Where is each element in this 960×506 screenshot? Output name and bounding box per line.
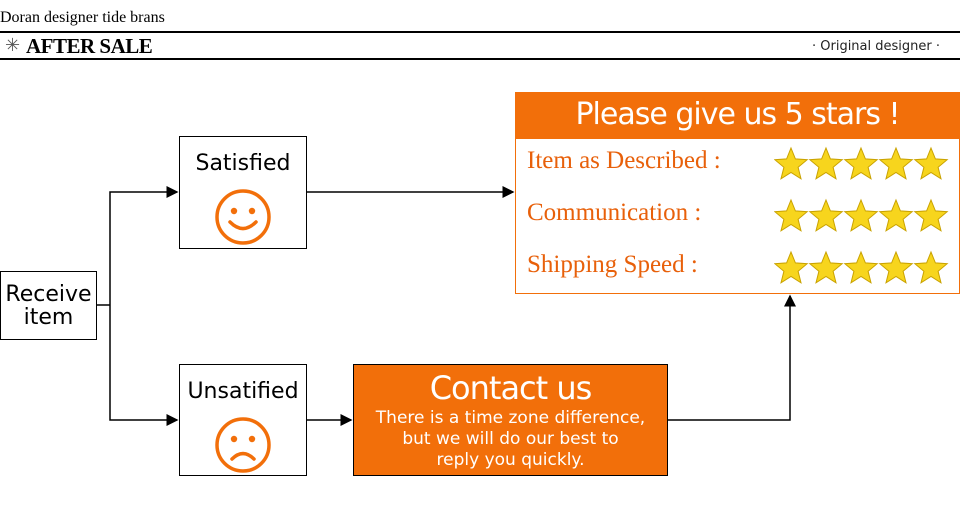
star-icon xyxy=(913,146,949,180)
contact-title: Contact us xyxy=(429,369,593,407)
rating-panel: Please give us 5 stars ! Item as Describ… xyxy=(515,92,960,294)
rating-label: Shipping Speed : xyxy=(527,251,698,278)
star-icon xyxy=(808,198,844,232)
rating-heading: Please give us 5 stars ! xyxy=(516,93,959,139)
star-icon xyxy=(808,146,844,180)
asterisk-icon: ✳ xyxy=(5,35,21,56)
star-icon xyxy=(913,198,949,232)
star-icon xyxy=(878,146,914,180)
star-icon xyxy=(774,146,809,180)
stars-svg xyxy=(774,146,949,180)
page-title: Doran designer tide brans xyxy=(0,9,165,26)
contact-line-1: There is a time zone difference, xyxy=(375,408,646,428)
rating-row-communication: Communication : xyxy=(527,197,952,237)
rating-row-item-described: Item as Described : xyxy=(527,145,952,185)
unsatisfied-label: Unsatified xyxy=(187,379,299,404)
satisfied-label: Satisfied xyxy=(195,151,291,176)
after-sale-banner: ✳ AFTER SALE · Original designer · xyxy=(0,31,960,60)
star-icon xyxy=(808,250,844,284)
star-icon xyxy=(878,250,914,284)
star-icon xyxy=(913,250,949,284)
star-icon xyxy=(843,198,879,232)
stars-svg xyxy=(774,198,949,232)
star-icon xyxy=(878,198,914,232)
stars-svg xyxy=(774,250,949,284)
receive-item-box: Receive item xyxy=(0,271,97,340)
banner-tagline: · Original designer · xyxy=(811,39,940,54)
smiley-face-icon xyxy=(215,189,271,245)
rating-label: Communication : xyxy=(527,199,702,226)
star-rating xyxy=(774,197,953,235)
star-rating xyxy=(774,249,953,287)
contact-line-2: but we will do our best to xyxy=(402,429,619,449)
star-icon xyxy=(843,146,879,180)
star-icon xyxy=(774,198,809,232)
receive-label-line2: item xyxy=(23,305,74,330)
connector-to-unsatisfied xyxy=(109,305,179,426)
banner-title: AFTER SALE xyxy=(26,34,153,58)
contact-line-3: reply you quickly. xyxy=(436,450,585,470)
rating-label: Item as Described : xyxy=(527,147,721,174)
rating-row-shipping-speed: Shipping Speed : xyxy=(527,249,952,289)
star-icon xyxy=(843,250,879,284)
star-rating xyxy=(774,145,953,183)
star-icon xyxy=(774,250,809,284)
sad-face-icon xyxy=(215,417,271,473)
satisfied-box: Satisfied xyxy=(179,136,307,249)
connector-to-satisfied xyxy=(109,186,179,305)
connector-contact-to-rating xyxy=(668,294,796,421)
unsatisfied-box: Unsatified xyxy=(179,364,307,476)
contact-us-box: Contact us There is a time zone differen… xyxy=(353,364,668,476)
receive-label-line1: Receive xyxy=(5,282,92,307)
